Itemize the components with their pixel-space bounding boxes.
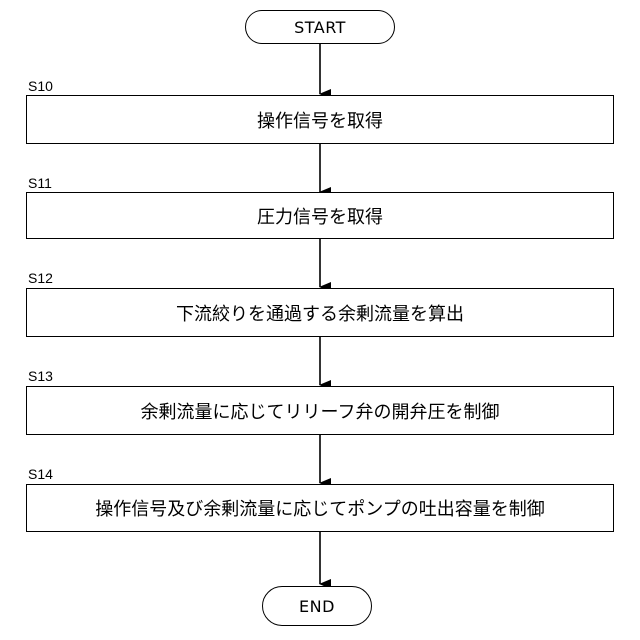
step-id-s11: S11 <box>28 175 52 191</box>
start-terminal: START <box>245 10 395 44</box>
step-text-s13: 余剰流量に応じてリリーフ弁の開弁圧を制御 <box>141 398 500 424</box>
step-text-s10: 操作信号を取得 <box>257 107 383 133</box>
step-id-s13: S13 <box>28 368 53 384</box>
step-text-s11: 圧力信号を取得 <box>257 203 383 229</box>
process-step-s13: 余剰流量に応じてリリーフ弁の開弁圧を制御 <box>26 386 614 435</box>
process-step-s12: 下流絞りを通過する余剰流量を算出 <box>26 288 614 337</box>
step-text-s14: 操作信号及び余剰流量に応じてポンプの吐出容量を制御 <box>95 495 544 521</box>
end-terminal: END <box>262 586 372 626</box>
start-label: START <box>294 18 346 37</box>
process-step-s14: 操作信号及び余剰流量に応じてポンプの吐出容量を制御 <box>26 484 614 532</box>
process-step-s10: 操作信号を取得 <box>26 95 614 144</box>
step-id-s12: S12 <box>28 270 53 286</box>
step-id-s14: S14 <box>28 466 53 482</box>
step-text-s12: 下流絞りを通過する余剰流量を算出 <box>176 300 464 326</box>
end-label: END <box>299 597 335 616</box>
step-id-s10: S10 <box>28 78 53 94</box>
process-step-s11: 圧力信号を取得 <box>26 192 614 239</box>
